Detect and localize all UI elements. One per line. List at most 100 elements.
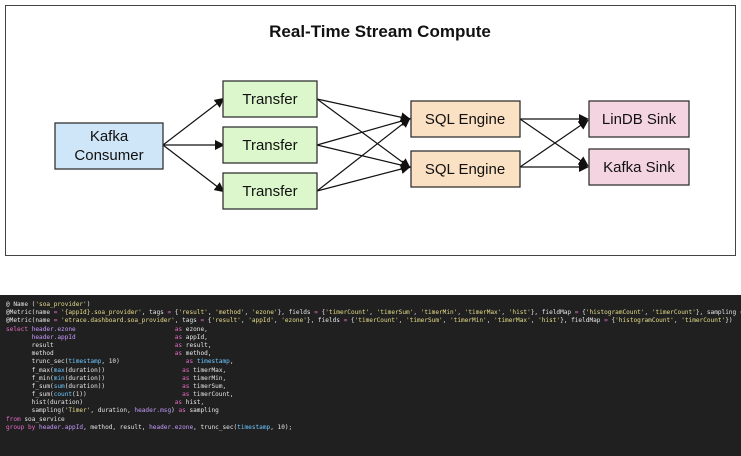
kafka-consumer-label-line-1: Kafka	[90, 128, 129, 145]
code-token: as	[182, 374, 190, 382]
code-token	[6, 334, 32, 341]
code-token: count	[53, 391, 73, 399]
code-token: header.appId	[39, 423, 84, 431]
code-token: 'etrace.dashboard.soa_provider'	[61, 317, 175, 325]
code-token: )	[86, 301, 91, 308]
code-token: 'method'	[215, 309, 245, 317]
code-lines: @ Name ('soa_provider')@Metric(name = '{…	[6, 301, 741, 432]
code-token: , 10);	[270, 423, 293, 431]
code-token: 'histogramCount'	[585, 309, 645, 317]
code-token: }, fieldMap	[560, 317, 605, 325]
code-token: {	[171, 309, 179, 317]
arrow-kafka-to-transfer-1	[162, 97, 225, 146]
arrow-transfer-3-to-sql-2	[316, 164, 411, 192]
code-token: }, fields	[306, 317, 344, 325]
code-token: 'soa_provider'	[35, 301, 87, 308]
code-token: =	[604, 317, 608, 325]
code-token: ,	[486, 317, 495, 325]
transfer-label-2: Transfer	[242, 137, 297, 154]
code-token: ,	[501, 309, 509, 317]
code-token: =	[200, 317, 205, 325]
code-token: =	[53, 317, 58, 325]
code-token: 'ezone'	[281, 317, 307, 325]
code-token: {	[607, 317, 616, 325]
arrow-transfer-1-to-sql-1	[316, 98, 411, 123]
code-line: f_max(max(duration)) as timerMax,	[6, 367, 733, 375]
code-line: from soa_service	[6, 416, 733, 424]
kafka-consumer-node: Kafka Consumer	[54, 122, 164, 170]
code-token: as	[174, 325, 183, 333]
code-token: ,	[240, 317, 249, 325]
diagram-panel: Real-Time Stream Compute Kafka Consumer	[5, 5, 736, 256]
code-line: f_sum(count(1)) as timerCount,	[6, 391, 733, 399]
code-token: 'hist'	[508, 309, 531, 317]
code-token: 'Timer'	[64, 407, 91, 415]
code-token: @ Name (	[6, 301, 36, 308]
code-token: ,	[244, 309, 252, 317]
code-line: f_min(min(duration)) as timerMin,	[6, 375, 733, 383]
code-token: soa_service	[20, 415, 65, 423]
code-token: =	[167, 309, 172, 317]
code-line: sampling('Timer', duration, header.msg) …	[6, 407, 733, 415]
code-line: select header.ezone as ezone,	[6, 326, 733, 334]
code-token: ,	[398, 317, 406, 325]
code-token: timerCount,	[189, 391, 234, 399]
kafka-sink-label: Kafka Sink	[603, 159, 675, 176]
sql-code-panel: @ Name ('soa_provider')@Metric(name = '{…	[0, 295, 741, 456]
transfer-label-1: Transfer	[242, 91, 297, 108]
code-token: hist,	[182, 399, 205, 407]
code-token: as	[174, 333, 183, 341]
code-line: @ Name ('soa_provider')	[6, 301, 733, 309]
code-token: , tags	[141, 309, 168, 317]
transfer-label-3: Transfer	[242, 183, 297, 200]
code-line: trunc_sec(timestamp, 10) as timestamp,	[6, 358, 733, 366]
sql-engine-node-2: SQL Engine	[410, 150, 521, 188]
code-token: 'timerSum'	[376, 309, 414, 317]
lindb-sink-label: LinDB Sink	[602, 111, 677, 128]
code-token: , 10)	[101, 358, 186, 366]
code-line: hist(duration) as hist,	[6, 399, 733, 407]
code-token: ezone,	[182, 325, 208, 333]
code-token: timerMax,	[189, 366, 227, 374]
sql-engine-label-1: SQL Engine	[425, 111, 505, 128]
code-token: as	[182, 366, 190, 374]
code-token: f_sum(	[6, 382, 54, 390]
code-token: header.appId	[31, 333, 76, 341]
code-token: =	[53, 309, 58, 317]
code-token: }, sampling	[695, 309, 740, 317]
code-token: {	[578, 309, 586, 317]
code-token: ,	[673, 317, 682, 325]
code-token: trunc_sec(	[6, 358, 69, 366]
kafka-sink-node: Kafka Sink	[588, 148, 690, 186]
arrow-transfer-2-to-sql-2	[316, 144, 411, 171]
code-token: =	[343, 317, 348, 325]
code-token: ,	[530, 317, 539, 325]
code-token: group by	[6, 423, 36, 431]
code-token	[76, 326, 175, 333]
arrow-sql-1-to-kafka-sink	[519, 118, 589, 167]
code-token: f_max(	[6, 366, 54, 374]
code-token: 'ezone'	[251, 309, 278, 317]
arrow-kafka-to-transfer-3	[162, 144, 225, 193]
code-token: 'timerMax'	[494, 317, 531, 325]
code-token: ,	[369, 309, 377, 317]
code-token: ,	[413, 309, 421, 317]
code-token: (duration))	[64, 374, 183, 382]
code-token: 'histogramCount'	[615, 317, 674, 325]
code-line: result as result,	[6, 342, 733, 350]
code-token: 'timerCount'	[681, 317, 726, 325]
code-token: ,	[273, 317, 282, 325]
code-token: 'timerCount'	[325, 309, 370, 317]
arrow-transfer-1-to-sql-2	[316, 98, 411, 169]
code-token: 'timerSum'	[405, 317, 443, 325]
code-token: 'timerMin'	[420, 309, 458, 317]
code-token: result,	[182, 341, 212, 349]
code-token: , method, result,	[83, 423, 150, 431]
stream-compute-diagram: Real-Time Stream Compute Kafka Consumer	[5, 5, 736, 256]
code-token: 'result'	[178, 309, 208, 317]
code-token: timerMin,	[189, 374, 227, 382]
code-token: as	[174, 399, 183, 407]
code-token: {	[317, 309, 326, 317]
code-token: })	[725, 317, 733, 325]
code-token: header.ezone	[31, 325, 76, 333]
